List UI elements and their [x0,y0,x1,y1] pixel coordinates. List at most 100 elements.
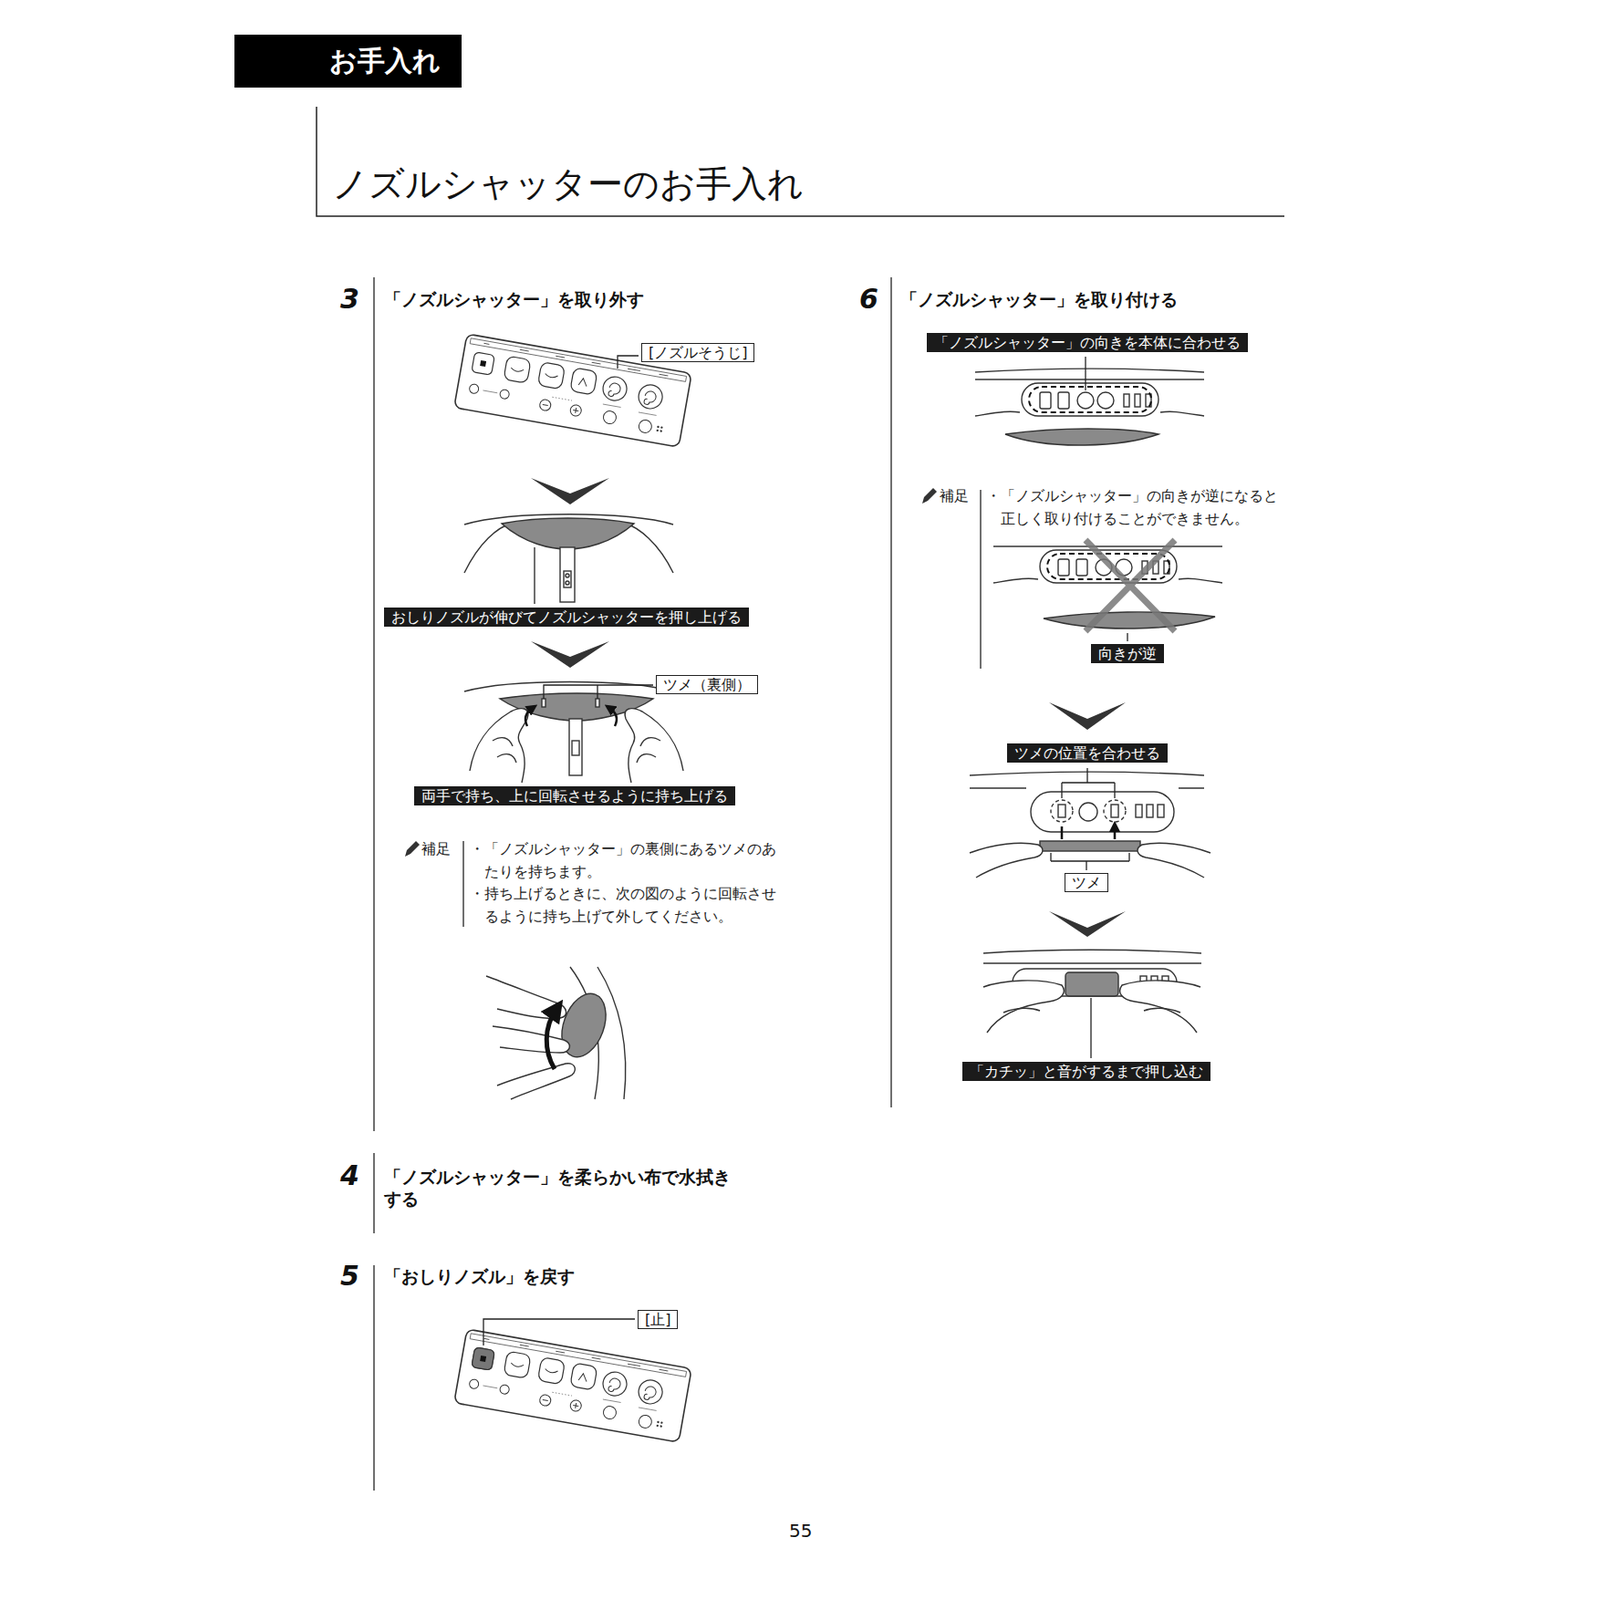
wrong-orientation-illustration [1126,633,1128,642]
push-in-illustration [1090,997,1091,1059]
rotate-illustration [497,1063,575,1100]
tab-align-illustration [1157,804,1164,818]
step-heading: 「ノズルシャッター」を取り付ける [900,288,1178,311]
node-text: 両手で持ち、上に回転させるように持ち上げる [421,786,728,806]
step-heading: 「ノズルシャッター」を取り外す [384,288,645,311]
hands-illustration [609,707,617,727]
hands-illustration [541,698,546,707]
remote-control [454,1329,692,1443]
caption-band: 向きが逆 [1090,644,1164,664]
tab-align-illustration [1111,804,1119,818]
down-chevron [530,641,610,668]
node-text: お手入れ [329,34,462,88]
nozzle-illustration [565,581,570,585]
caption-band: 両手で持ち、上に回転させるように持ち上げる [414,786,736,806]
tab-align-illustration [1030,791,1175,832]
section-tab: お手入れ [234,34,462,88]
push-in-illustration [1120,980,1201,1033]
caption-band: おしりノズルが伸びてノズルシャッターを押し上げる [384,607,749,627]
step-rule [373,1265,375,1491]
shutter-slot-illustration [975,368,1205,373]
wrong-orientation-illustration [993,540,1223,642]
callout-box: ツメ [1064,872,1109,893]
node-text: おしりノズルが伸びてノズルシャッターを押し上げる [391,607,742,627]
node-text: 「カチッ」と音がするまで押し込む [969,1061,1204,1081]
page-title: ノズルシャッターのお手入れ [332,161,804,208]
node-text: ツメの位置を合わせる [1014,743,1161,763]
hands-illustration [469,708,529,783]
page-number: 55 [789,1519,812,1542]
step-number: 4 [340,1160,360,1192]
hands-illustration [492,737,517,763]
tab-align-illustration [969,787,1205,789]
step-rule [373,277,375,1132]
nozzle-illustration [563,571,572,588]
tab-align-illustration [1058,804,1066,818]
step-number: 6 [859,283,879,315]
tab-align-illustration [1050,800,1073,822]
callout-box: ツメ（裏側） [655,675,759,695]
tab-align-illustration [1061,768,1115,799]
pencil-icon [405,488,937,857]
title-rule [316,106,1285,217]
push-in-illustration [1143,1007,1181,1013]
step-heading: 「ノズルシャッター」を柔らかい布で水拭きする [384,1165,742,1210]
remote-control [479,1355,487,1362]
step-rule [890,277,892,1108]
hands-illustration [525,707,533,727]
wrong-orientation-illustration [1043,612,1216,629]
step-number: 3 [340,283,360,315]
shutter-slot-illustration [1005,428,1159,446]
note-marker: 補足 [939,487,969,506]
remote-control [471,1347,495,1371]
down-chevron [530,477,610,505]
leader-line [617,355,639,369]
node-text: 向きが逆 [1098,644,1157,664]
push-in-illustration [983,962,1202,964]
step-rule [979,489,981,669]
hands-illustration [571,740,580,756]
tab-align-illustration [1135,804,1143,818]
hands-illustration [636,737,661,763]
leader-line [483,1319,635,1346]
nozzle-illustration [464,514,674,604]
pencil-icon [922,488,937,504]
push-in-illustration [983,949,1202,954]
tab-align-illustration [1039,841,1141,852]
nozzle-illustration [533,547,535,604]
push-in-illustration [1065,972,1119,997]
tab-align-illustration [969,768,1211,878]
nozzle-illustration [464,522,513,573]
leader-line [617,355,639,369]
nozzle-illustration [565,573,570,578]
shutter-slot-illustration [975,356,1205,446]
tab-align-illustration [1050,852,1130,871]
note-text: ・「ノズルシャッター」の向きが逆になると正しく取り付けることができません。 [986,485,1280,530]
hands-illustration [543,685,654,699]
callout-box: [ノズルそうじ] [641,342,755,363]
step-rule [374,277,981,1491]
tab-align-illustration [1061,826,1115,840]
tab-align-illustration [1146,804,1154,818]
down-chevron [1049,911,1126,937]
wrong-orientation-illustration [1085,540,1175,632]
nozzle-illustration [560,547,575,603]
title-rule [316,106,1285,217]
caption-band: ツメの位置を合わせる [1007,743,1168,763]
nozzle-illustration [623,522,674,573]
node-text: 「ノズルシャッター」の向きを本体に合わせる [934,332,1241,353]
push-in-illustration [983,980,1064,1033]
step-rule [462,841,464,927]
node-text: [止] [644,1310,671,1329]
tab-align-illustration [1103,800,1126,822]
remote-control [454,1329,692,1443]
caption-band: 「カチッ」と音がするまで押し込む [962,1061,1211,1081]
step-rule [373,1153,375,1234]
tab-align-illustration [1079,802,1098,821]
hands-illustration [464,682,684,784]
shutter-slot-illustration [1084,356,1086,391]
note-marker: 補足 [421,840,451,859]
